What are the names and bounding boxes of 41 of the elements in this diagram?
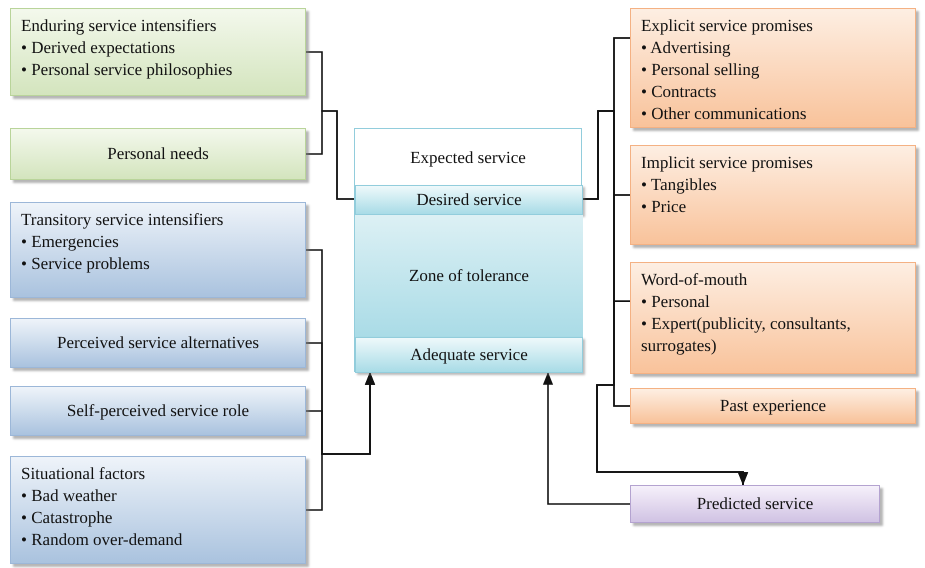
process-box: [354, 128, 582, 372]
tolerance-band: Zone of tolerance: [355, 215, 583, 337]
arrow: [596, 384, 748, 485]
process-box: Desired service: [355, 185, 583, 215]
process-box: Past experience: [630, 388, 916, 424]
box-heading: Situational factors: [21, 463, 146, 485]
box-heading: Word-of-mouth: [641, 269, 748, 291]
list-item: • Personal selling: [641, 59, 760, 82]
process-box: [10, 456, 306, 564]
list-item: • Tangibles: [641, 174, 718, 196]
list-item: • Personal: [641, 291, 711, 314]
process-box: [630, 8, 916, 128]
list-item: • Random over-demand: [21, 529, 184, 552]
box-title: Expected service: [409, 147, 527, 169]
process-box: [630, 262, 916, 374]
list-item: • Expert(publicity, consultants, surrogates): [641, 313, 852, 358]
list-item: • Other communications: [641, 103, 808, 126]
box-heading: Implicit service promises: [641, 152, 814, 174]
process-box: [630, 145, 916, 245]
list-item: • Price: [641, 196, 688, 218]
process-box: Perceived service alternatives: [10, 318, 306, 368]
process-box: Predicted service: [630, 485, 880, 523]
process-box: Adequate service: [355, 337, 583, 373]
box-heading: Explicit service promises: [641, 15, 814, 37]
arrow: [542, 372, 630, 505]
connector-line: [306, 110, 354, 200]
list-item: • Bad weather: [21, 485, 118, 508]
box-heading: Enduring service intensifiers: [21, 15, 218, 37]
list-item: • Contracts: [641, 81, 718, 104]
process-box: [10, 202, 306, 298]
arrow: [306, 372, 376, 511]
list-item: • Service problems: [21, 253, 151, 276]
process-box: [10, 8, 306, 96]
process-box: Self-perceived service role: [10, 386, 306, 436]
list-item: • Emergencies: [21, 231, 120, 254]
list-item: • Catastrophe: [21, 507, 114, 530]
list-item: • Advertising: [641, 37, 732, 60]
list-item: • Personal service philosophies: [21, 59, 234, 82]
process-box: Personal needs: [10, 128, 306, 180]
box-heading: Transitory service intensifiers: [21, 209, 224, 231]
list-item: • Derived expectations: [21, 37, 176, 60]
